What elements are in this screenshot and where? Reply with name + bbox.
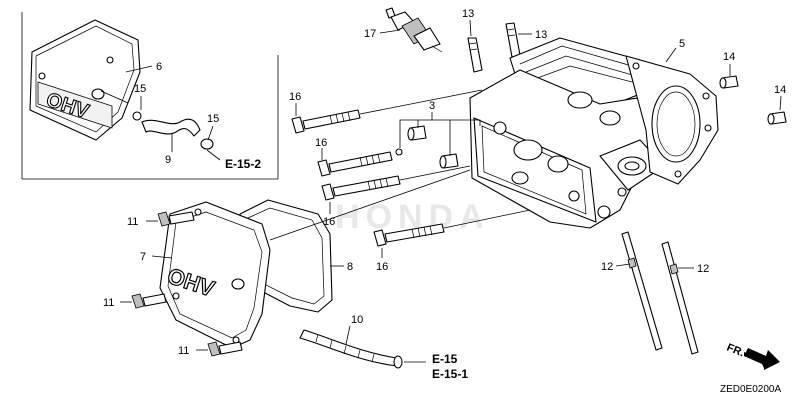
head-bolt-1 xyxy=(291,109,361,134)
cylinder-head xyxy=(469,37,665,229)
inset-breather-tube xyxy=(132,111,214,150)
head-bolt-4 xyxy=(373,223,445,247)
head-bolt-3 xyxy=(321,175,401,201)
callout-11-top: 11 xyxy=(127,216,138,228)
long-stud-left xyxy=(621,231,663,351)
callout-11-bottom: 11 xyxy=(178,345,189,357)
callout-7: 7 xyxy=(140,251,146,263)
callout-9: 9 xyxy=(165,154,171,166)
callout-13-right: 13 xyxy=(535,29,547,41)
stud-left xyxy=(467,37,483,73)
cover-bolt-mid xyxy=(131,293,167,309)
breather-tube xyxy=(299,329,403,369)
front-arrow-icon xyxy=(744,348,780,370)
callout-13-left: 13 xyxy=(462,8,474,20)
callout-12-left: 12 xyxy=(601,261,613,273)
inset-box xyxy=(21,12,279,180)
callout-14-right: 14 xyxy=(774,84,786,96)
head-cover: OHV xyxy=(159,201,271,349)
inset-head-cover: OHV xyxy=(29,19,141,141)
front-indicator: FR. xyxy=(725,342,746,360)
callout-5: 5 xyxy=(679,38,685,50)
callout-16-b: 16 xyxy=(315,137,327,149)
callout-6: 6 xyxy=(156,61,162,73)
callout-14-upper: 14 xyxy=(723,51,735,63)
head-gasket xyxy=(625,55,719,185)
cover-bolt-bottom xyxy=(207,341,243,357)
callout-15-left: 15 xyxy=(134,83,146,95)
cover-bolt-top xyxy=(157,211,195,227)
dowel-pins-set xyxy=(395,125,459,169)
callout-8: 8 xyxy=(347,261,353,273)
long-stud-right xyxy=(661,241,699,355)
spark-plug-icon xyxy=(385,7,443,53)
callout-15-right: 15 xyxy=(207,113,219,125)
callout-16-c: 16 xyxy=(323,216,335,228)
callout-10: 10 xyxy=(351,314,363,326)
callout-16-a: 16 xyxy=(289,91,301,103)
callout-11-mid: 11 xyxy=(103,297,114,309)
callout-16-d: 16 xyxy=(376,261,388,273)
stud-right xyxy=(505,22,521,58)
head-bolt-2 xyxy=(317,151,393,177)
callout-17: 17 xyxy=(364,28,376,40)
dowel-pin-right xyxy=(767,111,787,125)
callout-12-right: 12 xyxy=(697,263,709,275)
ref-primary[interactable]: E-15 xyxy=(432,352,458,366)
callout-3: 3 xyxy=(429,100,435,112)
ref-secondary[interactable]: E-15-1 xyxy=(432,367,468,381)
ref-inset[interactable]: E-15-2 xyxy=(225,157,261,171)
drawing-code: ZED0E0200A xyxy=(720,384,781,395)
dowel-pin-upper xyxy=(719,75,739,89)
